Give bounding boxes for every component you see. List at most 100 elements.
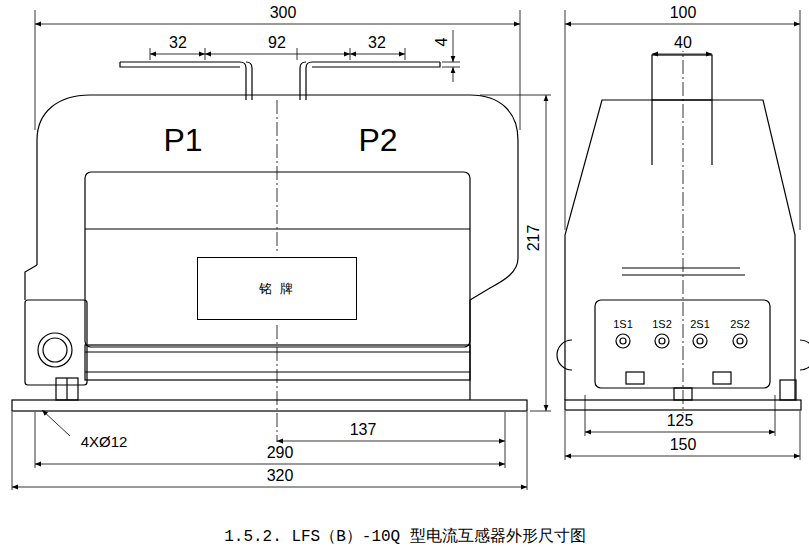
bolt xyxy=(626,372,644,384)
terminal-mark: P2 xyxy=(357,124,398,156)
stub-line xyxy=(651,100,652,165)
housing-notch xyxy=(25,265,37,300)
dimension-line xyxy=(453,67,454,82)
dimension-text: 290 xyxy=(266,445,295,461)
dimension-line xyxy=(277,441,505,442)
dimension-text: 137 xyxy=(349,422,378,438)
terminal-name: 2S2 xyxy=(729,319,751,330)
base-band xyxy=(85,345,470,380)
dimension-text: 32 xyxy=(168,35,188,51)
dimension-text: 100 xyxy=(669,5,698,21)
mount-ear xyxy=(557,340,572,370)
extension-line xyxy=(35,412,36,468)
terminal-mark: P1 xyxy=(162,124,203,156)
figure-caption: 1.5.2. LFS（B）-10Q 型电流互感器外形尺寸图 xyxy=(224,529,586,545)
center-line xyxy=(277,325,278,442)
nameplate-box: 铭 牌 xyxy=(197,257,357,320)
side-line xyxy=(622,274,745,275)
terminal-box xyxy=(595,300,770,388)
extension-line xyxy=(585,395,586,436)
dimension-line xyxy=(35,464,505,465)
extension-line xyxy=(35,10,36,130)
mount-ear xyxy=(800,340,809,370)
extension-line xyxy=(565,411,566,460)
terminal xyxy=(737,338,743,344)
terminal-bar xyxy=(300,62,440,100)
center-line xyxy=(277,100,278,252)
dimension-line xyxy=(150,54,205,55)
dimension-text: 32 xyxy=(367,35,387,51)
side-line xyxy=(622,267,740,268)
extension-line xyxy=(800,10,801,230)
dimension-text: 125 xyxy=(666,413,695,429)
extension-line xyxy=(530,411,551,412)
housing-line xyxy=(469,300,470,400)
extension-line xyxy=(520,10,521,130)
base-plate xyxy=(12,400,527,411)
extension-line xyxy=(480,95,551,96)
extension-line xyxy=(565,10,566,230)
bolt xyxy=(56,378,78,400)
terminal xyxy=(697,338,703,344)
terminal xyxy=(693,334,707,348)
dimension-text: 217 xyxy=(526,224,542,253)
dimension-line xyxy=(652,54,712,55)
dimension-line xyxy=(565,456,800,457)
extension-line xyxy=(12,412,13,490)
terminal-name: 1S1 xyxy=(612,319,634,330)
extension-line xyxy=(505,412,506,468)
core-block xyxy=(85,172,470,347)
dimension-text: 150 xyxy=(669,437,698,453)
front-view xyxy=(12,62,527,442)
dimension-text: 92 xyxy=(267,35,287,51)
extension-line xyxy=(442,62,460,63)
terminal xyxy=(616,334,630,348)
bolt-line xyxy=(66,378,67,400)
cable-entry xyxy=(38,333,72,367)
core-seam xyxy=(85,228,470,229)
dimension-text: 40 xyxy=(673,35,693,51)
bolt xyxy=(713,372,731,384)
dimension-text: 320 xyxy=(266,468,295,484)
dimension-text: 300 xyxy=(269,5,298,21)
cable-entry xyxy=(43,338,67,362)
side-housing xyxy=(565,100,795,400)
hole-callout: 4XØ12 xyxy=(80,434,129,449)
nameplate-text: 铭 牌 xyxy=(259,280,295,298)
dimension-line xyxy=(565,24,800,25)
terminal-name: 1S2 xyxy=(651,319,673,330)
terminal xyxy=(655,334,669,348)
terminal xyxy=(659,338,665,344)
center-line xyxy=(683,38,684,422)
terminal-stub xyxy=(652,55,712,100)
bolt xyxy=(780,380,796,400)
extension-line xyxy=(442,67,460,68)
secondary-box xyxy=(25,300,87,385)
dimension-line xyxy=(453,30,454,62)
terminal xyxy=(620,338,626,344)
terminal-name: 2S1 xyxy=(689,319,711,330)
dimension-line xyxy=(12,487,527,488)
dimension-line xyxy=(350,54,405,55)
dimension-line xyxy=(205,54,350,55)
band-line xyxy=(85,371,470,372)
extension-line xyxy=(775,395,776,436)
extension-line xyxy=(800,411,801,460)
dimension-line xyxy=(35,24,520,25)
dimension-line xyxy=(546,95,547,411)
front-dimensions xyxy=(12,10,551,490)
extension-line xyxy=(527,412,528,490)
terminal-bar xyxy=(120,62,252,100)
dimension-text: 4 xyxy=(434,37,450,48)
side-view xyxy=(557,38,809,422)
stub-line xyxy=(711,100,712,165)
terminal xyxy=(733,334,747,348)
dimension-line xyxy=(585,432,775,433)
leader-line xyxy=(42,410,70,436)
band-line xyxy=(85,351,470,352)
